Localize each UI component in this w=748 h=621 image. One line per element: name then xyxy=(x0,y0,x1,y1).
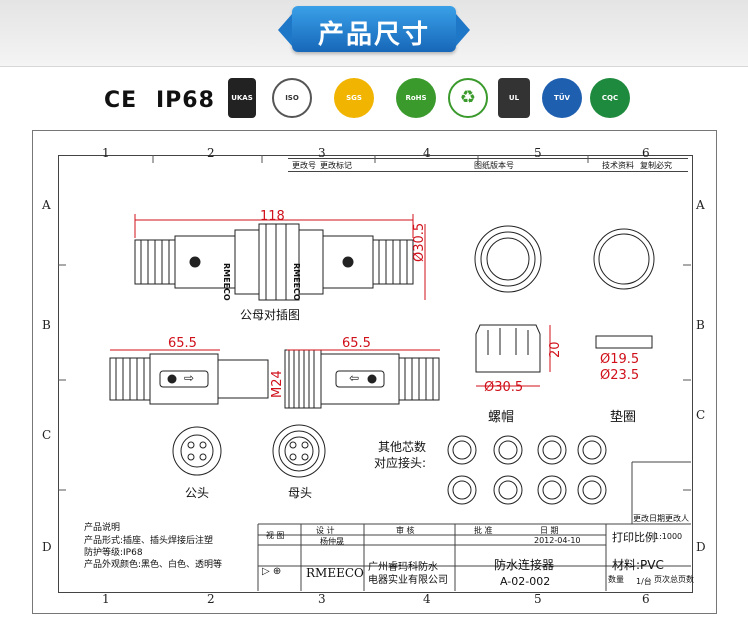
other-cores-label: 其他芯数 xyxy=(378,440,427,454)
review-label: 审 核 xyxy=(396,526,415,535)
approve-label: 批 准 xyxy=(474,526,493,535)
change-date-label: 更改日期 xyxy=(633,514,665,523)
notes-form: 产品形式:插座、插头焊接后注塑 xyxy=(84,536,214,546)
iso-laurel-icon: ISO xyxy=(272,78,312,118)
female-label: 母头 xyxy=(288,486,313,500)
dim-118 xyxy=(134,214,426,300)
sgs-icon: SGS xyxy=(334,78,374,118)
notes-title: 产品说明 xyxy=(84,523,121,533)
revision-line xyxy=(288,158,688,159)
revision-line xyxy=(288,171,688,172)
ukas-icon: UKAS xyxy=(228,78,256,118)
row-label: C xyxy=(696,408,706,422)
row-label: C xyxy=(42,428,52,442)
change-person-label: 更改人 xyxy=(665,514,689,523)
other-cores-label-2: 对应接头: xyxy=(374,456,427,470)
connector-logo: RMEECO xyxy=(292,263,301,301)
title-arrow-icon: ▷ ⊕ xyxy=(262,566,282,577)
border-ticks xyxy=(58,155,691,491)
connector-logo: RMEECO xyxy=(222,263,231,301)
rohs-leaf-icon: RoHS xyxy=(396,78,436,118)
row-label: A xyxy=(42,198,51,212)
column-label: 4 xyxy=(423,592,431,606)
quantity-label: 数量 xyxy=(608,575,624,584)
dim-thread: M24 xyxy=(270,370,285,398)
female-face xyxy=(272,424,326,478)
company-logo: RMEECO xyxy=(306,566,364,580)
drawing-number: A-02-002 xyxy=(500,575,551,588)
dim-main-diameter: Ø30.5 xyxy=(412,222,427,262)
row-label: D xyxy=(696,540,706,554)
ribbon-left-tail xyxy=(278,14,292,46)
column-label: 3 xyxy=(318,146,326,160)
column-label: 3 xyxy=(318,592,326,606)
designer-value: 杨仲晟 xyxy=(320,537,344,546)
arrow-left-icon: ⇦ xyxy=(349,371,360,385)
column-label: 6 xyxy=(642,146,650,160)
ribbon-right-tail xyxy=(456,14,470,46)
company-name-2: 电器实业有限公司 xyxy=(368,575,448,586)
print-scale-label: 打印比例 xyxy=(612,531,656,544)
dim-gasket-inner: Ø19.5 xyxy=(600,352,640,367)
column-label: 2 xyxy=(207,146,215,160)
gasket-label: 垫圈 xyxy=(610,410,637,425)
certification-row: CE IP68 UKAS ISO SGS RoHS ♻ UL TÜV CQC xyxy=(0,78,748,122)
row-label: D xyxy=(42,540,52,554)
other-core-faces xyxy=(447,435,607,505)
assembly-label: 公母对插图 xyxy=(240,308,301,322)
ip-rating: IP68 xyxy=(156,88,215,113)
column-label: 5 xyxy=(534,146,542,160)
dim-nut-diameter: Ø30.5 xyxy=(484,380,524,395)
male-face xyxy=(172,426,222,476)
recycle-icon: ♻ xyxy=(448,78,488,118)
column-label: 1 xyxy=(102,592,110,606)
tuv-icon: TÜV xyxy=(542,78,582,118)
dim-right-length: 65.5 xyxy=(342,336,371,351)
cqc-icon: CQC xyxy=(590,78,630,118)
product-name: 防水连接器 xyxy=(494,558,555,572)
dim-gasket-outer: Ø23.5 xyxy=(600,368,640,383)
title-block-grid xyxy=(257,461,691,591)
row-label: B xyxy=(42,318,51,332)
date-label: 日 期 xyxy=(540,526,559,535)
page-value: 1/台 xyxy=(636,577,652,586)
nut-view xyxy=(474,225,542,373)
material: 材料:PVC xyxy=(612,558,664,572)
page-title: 产品尺寸 xyxy=(317,20,430,50)
dim-overall-length: 118 xyxy=(260,209,285,224)
tech-info-label: 技术资料 xyxy=(602,161,634,170)
column-label: 4 xyxy=(423,146,431,160)
dim-nut xyxy=(476,325,551,387)
arrow-right-icon: ⇨ xyxy=(184,371,195,385)
drawing-version-label: 图纸版本号 xyxy=(474,161,514,170)
view-label: 视 图 xyxy=(266,531,285,540)
design-label: 设 计 xyxy=(316,526,335,535)
column-label: 1 xyxy=(102,146,110,160)
dim-nut-height: 20 xyxy=(548,341,563,358)
ce-mark: CE xyxy=(104,88,138,113)
change-mark-label: 更改标记 xyxy=(320,161,352,170)
ul-icon: UL xyxy=(498,78,530,118)
page-count-label: 页次总页数 xyxy=(654,575,694,584)
notes-protection: 防护等级:IP68 xyxy=(84,548,143,558)
header-ribbon: 产品尺寸 xyxy=(278,6,470,52)
notes-colors: 产品外观颜色:黑色、白色、透明等 xyxy=(84,560,223,570)
company-name-1: 广州睿玛科防水 xyxy=(368,562,438,573)
scale-value: 1:1000 xyxy=(654,532,683,541)
split-view xyxy=(109,349,440,409)
nut-label: 螺帽 xyxy=(488,410,515,425)
date-value: 2012-04-10 xyxy=(534,536,581,545)
column-label: 2 xyxy=(207,592,215,606)
dim-left-length: 65.5 xyxy=(168,336,197,351)
gasket-view xyxy=(593,228,655,349)
column-label: 6 xyxy=(642,592,650,606)
row-label: B xyxy=(696,318,705,332)
change-no-label: 更改号 xyxy=(292,161,316,170)
assembly-view xyxy=(134,223,414,301)
row-label: A xyxy=(696,198,705,212)
male-label: 公头 xyxy=(185,486,210,500)
column-label: 5 xyxy=(534,592,542,606)
copy-rights-label: 复制必究 xyxy=(640,161,672,170)
